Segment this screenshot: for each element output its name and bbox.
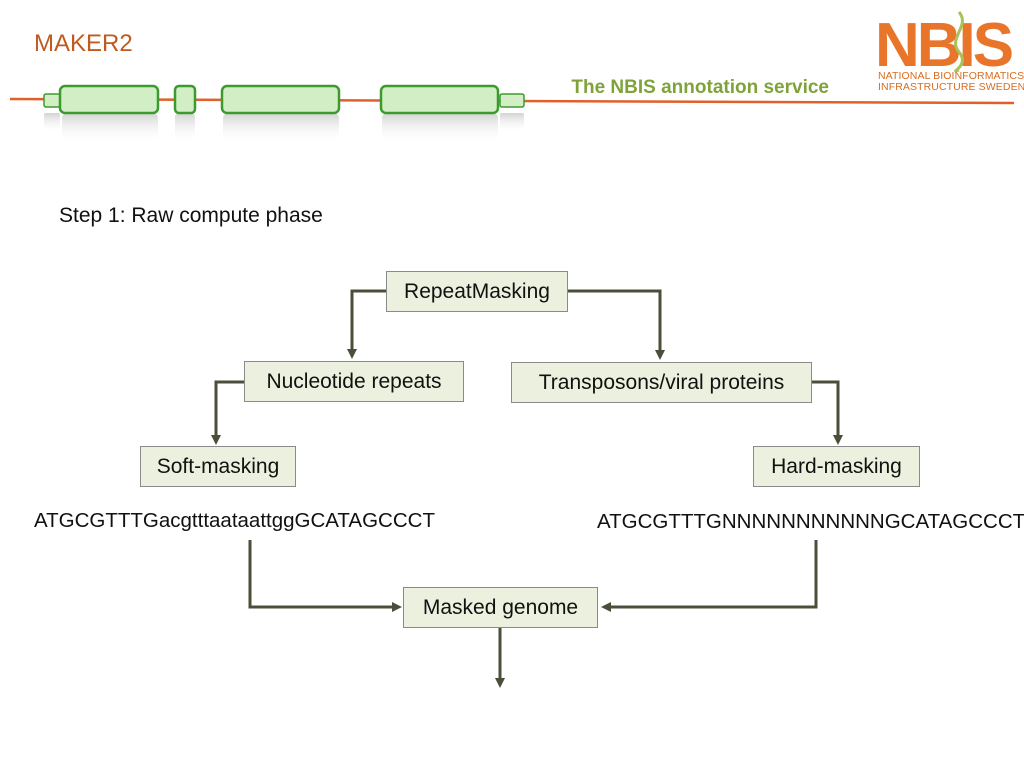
slide-subtitle: The NBIS annotation service xyxy=(571,77,829,98)
slide-title: MAKER2 xyxy=(34,30,133,57)
node-masked-genome: Masked genome xyxy=(403,587,598,628)
exon-3 xyxy=(220,84,341,115)
nbis-logo: NBIS xyxy=(875,11,1015,80)
utr-right xyxy=(499,93,525,108)
node-nucleotide-repeats: Nucleotide repeats xyxy=(244,361,464,402)
exon-4 xyxy=(379,84,500,115)
dna-helix-icon xyxy=(954,11,964,73)
arrow-repeat-to-transposons xyxy=(568,289,665,360)
arrow-hard-to-masked xyxy=(601,540,818,612)
hard-masked-sequence: ATGCGTTTGNNNNNNNNNNNGCATAGCCCT xyxy=(597,510,1024,533)
arrow-nucleotide-to-soft xyxy=(211,380,244,445)
arrow-transposons-to-hard xyxy=(812,380,843,445)
logo-wordmark: NBIS xyxy=(875,11,1012,80)
step-label: Step 1: Raw compute phase xyxy=(59,204,323,227)
exon-reflections xyxy=(44,113,524,143)
gene-model-banner xyxy=(9,84,1015,143)
logo-caption-line2: INFRASTRUCTURE SWEDEN xyxy=(878,81,1024,93)
soft-masked-sequence: ATGCGTTTGacgtttaataattggGCATAGCCCT xyxy=(34,509,435,532)
exon-1 xyxy=(58,84,160,115)
exon-2 xyxy=(173,84,197,115)
node-transposons: Transposons/viral proteins xyxy=(511,362,812,403)
node-soft-masking: Soft-masking xyxy=(140,446,296,487)
arrow-repeat-to-nucleotide xyxy=(347,289,386,359)
node-repeatmasking: RepeatMasking xyxy=(386,271,568,312)
logo-caption-line1: NATIONAL BIOINFORMATICS xyxy=(878,70,1024,82)
arrow-soft-to-masked xyxy=(248,540,402,612)
node-hard-masking: Hard-masking xyxy=(753,446,920,487)
